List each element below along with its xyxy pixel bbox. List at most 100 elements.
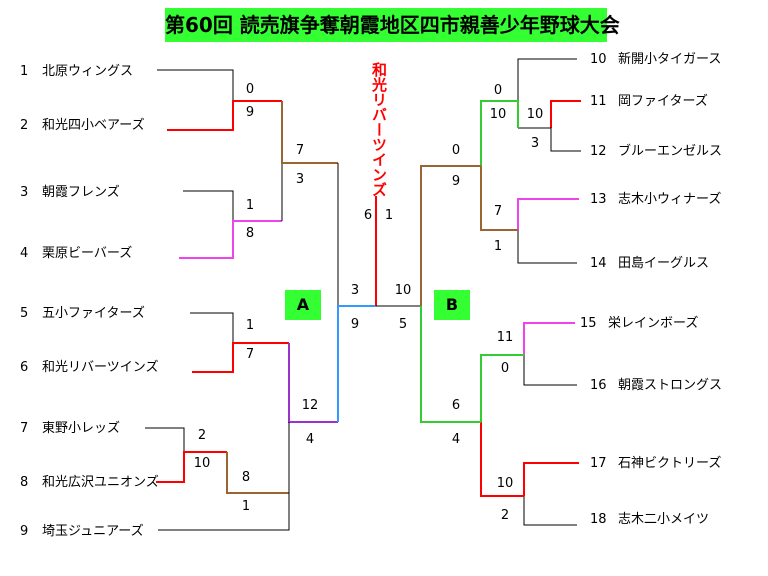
bracket-line-r2-10v11-winner: [480, 100, 519, 166]
team-number: 18: [590, 512, 607, 527]
score: 0: [500, 361, 510, 376]
score: 7: [245, 347, 255, 362]
bracket-line-team-15: [523, 322, 575, 355]
score: 2: [500, 508, 510, 523]
bracket-line-team-4: [179, 220, 282, 259]
score: 9: [350, 317, 360, 332]
bracket-line-r2-15v16-winner: [480, 354, 524, 422]
bracket-line-a-final-winner: [337, 305, 376, 422]
bracket-line-r2-8v9-winner: [226, 452, 289, 494]
bracket-line-team-8: [156, 451, 227, 483]
score: 3: [350, 283, 360, 298]
score: 5: [398, 317, 408, 332]
team-entry: 6 和光リバーツインズ: [20, 360, 158, 376]
score: 4: [451, 432, 461, 447]
block-a-label: A: [285, 290, 321, 320]
team-number: 16: [590, 378, 607, 393]
score: 12: [301, 398, 319, 413]
bracket-line-team-2: [167, 100, 282, 131]
bracket-line-team-12: [518, 127, 581, 152]
bracket-line-team-5: [190, 312, 234, 343]
team-entry: 4 栗原ビーバーズ: [20, 246, 132, 262]
bracket-line-team-11: [550, 100, 581, 128]
bracket-line-b-top-winner: [420, 165, 481, 306]
bracket-line-r2-17v18-winner: [480, 422, 524, 497]
bracket-line-team-9: [158, 493, 290, 531]
score: 7: [295, 143, 305, 158]
bracket-line-r2-13v14-winner: [480, 166, 518, 231]
team-number: 5: [20, 306, 29, 321]
team-name: 北原ウィングス: [42, 64, 134, 79]
score: 1: [384, 208, 394, 223]
team-number: 7: [20, 421, 29, 436]
bracket-line-team-17: [523, 462, 579, 496]
score: 6: [451, 398, 461, 413]
score: 1: [493, 239, 503, 254]
team-name: 志木小ウィナーズ: [618, 192, 722, 207]
team-name: 東野小レッズ: [42, 421, 121, 436]
bracket-line-team-16: [523, 355, 577, 386]
team-name: ブルーエンゼルス: [618, 144, 723, 159]
team-name: 栗原ビーバーズ: [42, 246, 133, 261]
team-name: 岡ファイターズ: [618, 94, 708, 109]
score: 0: [451, 143, 461, 158]
score: 10: [394, 283, 412, 298]
team-number: 17: [590, 456, 607, 471]
score: 3: [530, 136, 540, 151]
score: 11: [496, 330, 514, 345]
team-number: 10: [590, 52, 607, 67]
team-number: 12: [590, 144, 607, 159]
bracket-line-team-7: [145, 427, 185, 452]
bracket-line-team-14: [517, 230, 577, 264]
team-number: 6: [20, 360, 29, 375]
score: 6: [363, 208, 373, 223]
score: 1: [245, 198, 255, 213]
team-number: 11: [590, 94, 607, 109]
score: 7: [493, 204, 503, 219]
team-number: 15: [580, 316, 597, 331]
team-entry: 12 ブルーエンゼルス: [590, 144, 722, 160]
team-name: 和光リバーツインズ: [42, 360, 159, 375]
team-number: 9: [20, 524, 29, 539]
bracket-line-team-3: [183, 190, 234, 221]
score: 10: [489, 107, 507, 122]
team-entry: 18 志木二小メイツ: [590, 512, 709, 528]
team-number: 14: [590, 256, 607, 271]
team-entry: 11 岡ファイターズ: [590, 94, 708, 110]
score: 4: [305, 432, 315, 447]
team-entry: 17 石神ビクトリーズ: [590, 456, 721, 472]
bracket-line-team-13: [517, 198, 579, 230]
block-b-label: B: [434, 290, 470, 320]
score: 10: [193, 456, 211, 471]
bracket-line-team-1: [157, 69, 234, 101]
team-entry: 7 東野小レッズ: [20, 421, 120, 437]
team-entry: 5 五小ファイターズ: [20, 306, 145, 322]
score: 2: [197, 428, 207, 443]
bracket-line-b-bottom-loser: [420, 306, 481, 423]
team-name: 和光四小ベアーズ: [42, 118, 145, 133]
bracket-line-team-18: [523, 496, 577, 526]
team-name: 五小ファイターズ: [42, 306, 145, 321]
team-number: 3: [20, 185, 29, 200]
score: 8: [241, 470, 251, 485]
page-title: 第60回 読売旗争奪朝霞地区四市親善少年野球大会: [165, 8, 620, 42]
team-name: 石神ビクトリーズ: [618, 456, 722, 471]
team-name: 志木二小メイツ: [618, 512, 710, 527]
score: 10: [496, 476, 514, 491]
bracket-line-team-6: [192, 342, 289, 373]
champion-label: 和光リバーツインズ: [370, 62, 388, 197]
score: 8: [245, 226, 255, 241]
score: 10: [526, 107, 544, 122]
team-number: 1: [20, 64, 29, 79]
score: 9: [245, 105, 255, 120]
team-number: 4: [20, 246, 29, 261]
